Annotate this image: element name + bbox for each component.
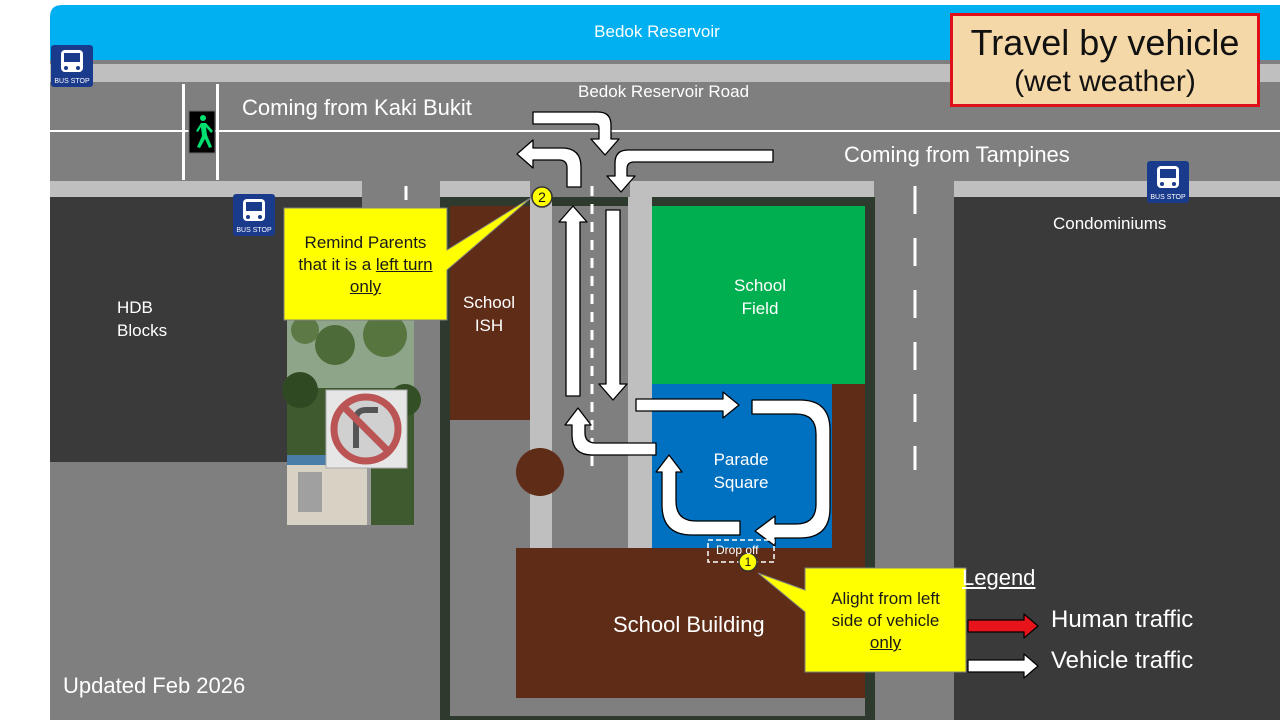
condominiums-block — [954, 197, 1280, 720]
title-line-2: (wet weather) — [1014, 65, 1196, 98]
legend-vehicle-label: Vehicle traffic — [1051, 647, 1194, 674]
alight-line-2: side of vehicle — [831, 611, 940, 630]
drive-pavement-left — [530, 197, 552, 550]
parade-line-1: Parade — [713, 450, 769, 469]
arrow-return-left — [564, 407, 657, 456]
remind-line-2: that it is a left turn — [284, 254, 447, 276]
legend-human-label: Human traffic — [1051, 606, 1194, 633]
arrow-into-parade — [635, 391, 740, 419]
crossing-line-right — [216, 84, 219, 180]
field-line-1: School — [734, 276, 786, 295]
from-tampines-label: Coming from Tampines — [844, 142, 1070, 167]
arrow-entry-down — [598, 209, 628, 401]
bus-stop-icon: BUS STOP — [233, 194, 275, 236]
callout-alight-text: Alight from left side of vehicle only — [805, 588, 966, 654]
marker-1-label: 1 — [744, 555, 752, 569]
building-east-wing — [832, 384, 865, 550]
ish-line-1: School — [463, 293, 515, 312]
arrow-exit-up — [558, 205, 588, 397]
updated-label: Updated Feb 2026 — [63, 673, 246, 698]
map-title: Travel by vehicle (wet weather) — [950, 13, 1260, 107]
alight-line-1: Alight from left — [831, 589, 940, 608]
ish-line-2: ISH — [474, 316, 504, 335]
marker-2-label: 2 — [538, 189, 546, 205]
from-kaki-bukit-label: Coming from Kaki Bukit — [242, 95, 472, 120]
marker-2 — [531, 186, 553, 208]
marker-1 — [738, 552, 758, 572]
pavement-mid — [440, 181, 530, 197]
title-line-1: Travel by vehicle — [970, 22, 1240, 63]
alight-line-3: only — [869, 633, 902, 652]
school-field — [652, 206, 865, 384]
arrow-loop-right — [751, 399, 831, 547]
school-building-label: School Building — [613, 612, 765, 637]
pavement-right-mid — [630, 181, 874, 197]
pedestrian-signal-icon — [188, 110, 216, 154]
parade-square-label: Parade Square — [701, 448, 781, 494]
crossing-line-left — [182, 84, 185, 180]
road-name-label: Bedok Reservoir Road — [578, 82, 750, 101]
parade-line-2: Square — [713, 473, 769, 492]
callout-alight-shape — [757, 567, 967, 673]
drop-off-label: Drop off — [716, 543, 759, 557]
road-lane-divider — [50, 130, 1280, 132]
pavement-left — [50, 181, 362, 197]
bus-stop-icon: BUS STOP — [1147, 161, 1189, 203]
legend-title: Legend — [962, 565, 1036, 590]
reservoir-label: Bedok Reservoir — [594, 22, 720, 41]
legend-vehicle-arrow — [967, 653, 1039, 679]
field-line-2: Field — [741, 299, 779, 318]
callout-remind-shape — [283, 196, 533, 321]
school-field-label: School Field — [720, 274, 800, 320]
no-turn-sign-photo — [282, 313, 421, 525]
arrow-loop-left-up — [655, 454, 741, 536]
remind-line-2-prefix: that it is a — [298, 255, 376, 274]
remind-line-1: Remind Parents — [304, 233, 427, 252]
school-ish-label: School ISH — [454, 291, 524, 337]
hdb-line-1: HDB — [117, 298, 153, 317]
remind-line-3: only — [349, 277, 382, 296]
bus-stop-icon: BUS STOP — [51, 45, 93, 87]
remind-line-2-underlined: left turn — [375, 255, 433, 274]
legend-arrows — [967, 613, 1039, 679]
hdb-blocks-label: HDB Blocks — [117, 296, 167, 342]
legend-human-arrow — [967, 613, 1039, 639]
hdb-line-2: Blocks — [117, 321, 168, 340]
pavement-right — [954, 181, 1280, 197]
arrow-left-turn — [516, 139, 582, 188]
drive-pavement-right — [628, 197, 652, 550]
condominiums-label: Condominiums — [1053, 214, 1167, 233]
callout-remind-text: Remind Parents that it is a left turn on… — [284, 232, 447, 298]
roundabout — [516, 448, 564, 496]
vehicle-arrows — [516, 111, 831, 547]
arrow-turn-in-right — [606, 149, 774, 193]
arrow-turn-in-left — [532, 111, 620, 156]
